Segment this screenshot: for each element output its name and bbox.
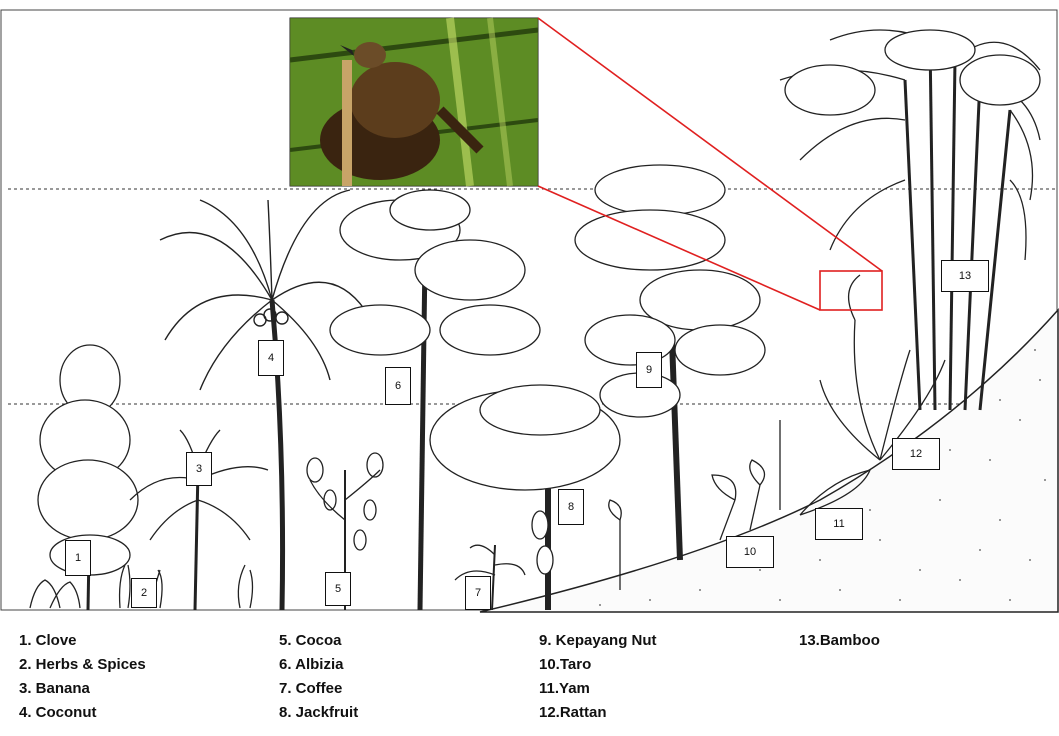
label-1: 1 [65,540,91,576]
legend: 1. Clove 2. Herbs & Spices 3. Banana 4. … [0,613,1059,736]
legend-item-clove: 1. Clove [19,632,77,649]
legend-item-cocoa: 5. Cocoa [279,632,342,649]
label-12: 12 [892,438,940,470]
label-3: 3 [186,452,212,486]
legend-item-taro: 10.Taro [539,656,591,673]
label-13: 13 [941,260,989,292]
legend-item-banana: 3. Banana [19,680,90,697]
label-2: 2 [131,578,157,608]
legend-item-rattan: 12.Rattan [539,704,607,721]
legend-item-kepayang: 9. Kepayang Nut [539,632,657,649]
legend-item-bamboo: 13.Bamboo [799,632,880,649]
legend-item-albizia: 6. Albizia [279,656,343,673]
label-7: 7 [465,576,491,610]
label-11: 11 [815,508,863,540]
bird-on-nest-photo [290,18,538,186]
label-10: 10 [726,536,774,568]
legend-item-coffee: 7. Coffee [279,680,342,697]
label-6: 6 [385,367,411,405]
legend-item-coconut: 4. Coconut [19,704,97,721]
label-9: 9 [636,352,662,388]
legend-item-jackfruit: 8. Jackfruit [279,704,358,721]
label-5: 5 [325,572,351,606]
label-4: 4 [258,340,284,376]
legend-item-yam: 11.Yam [539,680,590,697]
legend-item-herbs: 2. Herbs & Spices [19,656,146,673]
label-8: 8 [558,489,584,525]
